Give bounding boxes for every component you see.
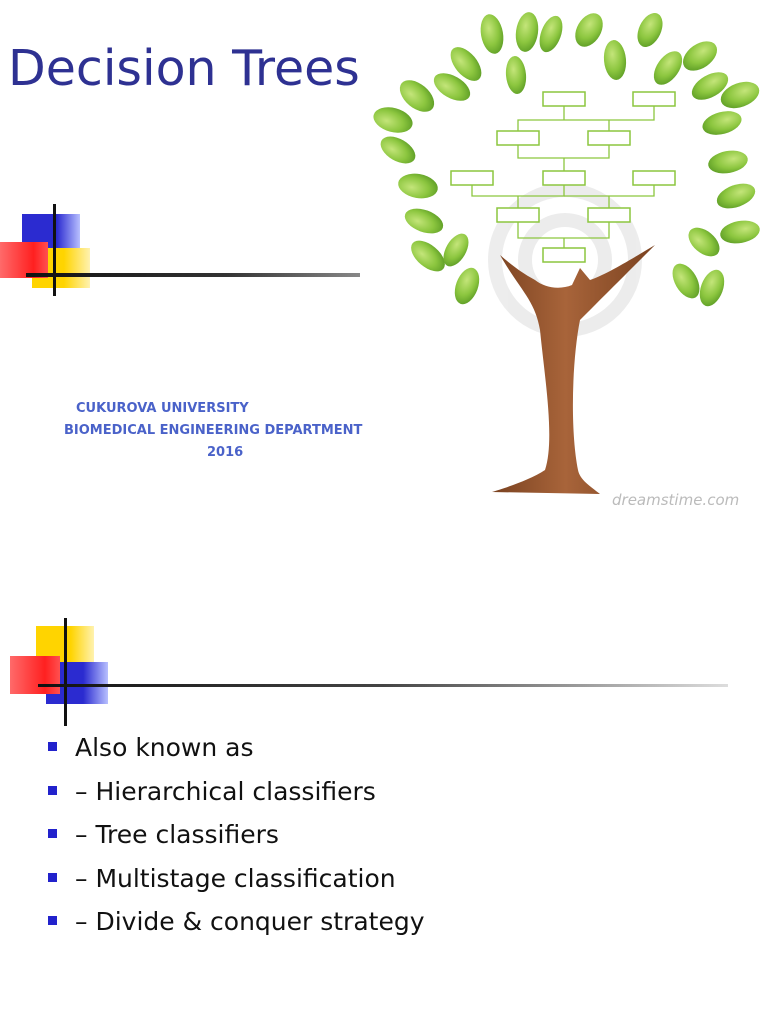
list-item: Also known as [48,728,425,772]
title-slide-decoration [0,200,100,300]
bullet-text: Also known as [75,733,254,762]
content-slide: Also known as – Hierarchical classifiers… [0,600,768,1024]
decision-connector-lines [471,106,655,248]
decision-tree-illustration: dreamstime.com [373,12,760,509]
bullet-square-icon [48,742,57,751]
bullet-square-icon [48,829,57,838]
bullet-text: – Divide & conquer strategy [75,907,425,936]
title-divider-line [26,273,360,277]
watermark-text: dreamstime.com [612,491,739,509]
deco-red-square [0,242,48,278]
content-slide-decoration [10,618,110,726]
bullet-text: – Hierarchical classifiers [75,776,376,806]
subtitle-department: BIOMEDICAL ENGINEERING DEPARTMENT [64,423,363,438]
list-item: – Divide & conquer strategy [48,902,425,946]
bullet-text: – Multistage classification [75,863,396,893]
bullet-square-icon [48,785,57,795]
subtitle-university: CUKUROVA UNIVERSITY [76,401,249,416]
decision-node-boxes [450,91,676,263]
content-divider-line [38,684,728,687]
list-item: – Tree classifiers [48,815,425,859]
subtitle-year: 2016 [207,445,244,460]
bullet-square-icon [48,872,57,882]
bullet-text: – Tree classifiers [75,820,279,849]
tree-trunk-icon [492,245,655,494]
deco-vertical-line [64,618,67,726]
bullet-square-icon [48,916,57,925]
bullet-list: Also known as – Hierarchical classifiers… [48,728,425,946]
slide-title: Decision Trees [8,40,360,97]
title-slide: Decision Trees CUKUROVA UNIVERSITY BIOME… [0,12,760,509]
leaves-icon [373,12,760,307]
deco-vertical-line [53,204,56,296]
list-item: – Multistage classification [48,859,425,903]
list-item: – Hierarchical classifiers [48,772,425,816]
deco-red-square [10,656,60,694]
